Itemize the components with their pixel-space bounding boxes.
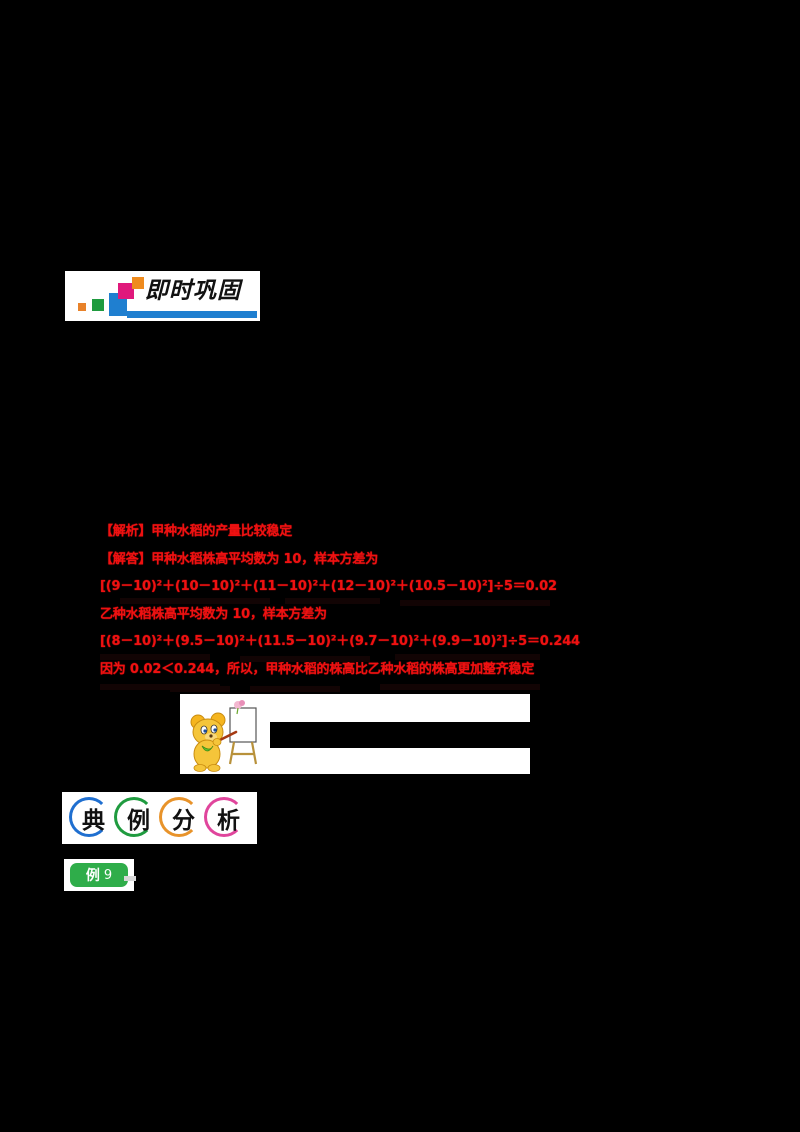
annotation-formula-yi: [(8－10)²＋(9.5－10)²＋(11.5－10)²＋(9.7－10)²＋… <box>100 634 580 649</box>
banner-underline-bar <box>109 311 257 316</box>
scan-streak <box>380 684 540 690</box>
stair-square-orange-icon <box>132 277 144 289</box>
annotation-line-solution-2: 乙种水稻株高平均数为 10，样本方差为 <box>100 606 327 622</box>
analysis-label: 【解析】 <box>100 524 152 539</box>
arc-icon-2 <box>159 797 199 837</box>
scan-streak <box>395 654 540 660</box>
scan-streak <box>250 686 340 692</box>
dianli-char-label-1: 例 <box>127 808 150 834</box>
bear-illustration-box <box>180 694 530 774</box>
annotation-formula-jia: [(9－10)²＋(10－10)²＋(11－10)²＋(12－10)²＋(10.… <box>100 579 557 594</box>
arc-icon-3 <box>204 797 244 837</box>
jishi-gonggu-banner: 即时巩固 <box>65 271 260 321</box>
dianli-fenxi-heading: 典 例 分 析 <box>62 792 257 844</box>
example-badge-tail-mark <box>124 876 136 881</box>
solution-text: 甲种水稻株高平均数为 10，样本方差为 <box>151 551 379 567</box>
annotation-line-solution: 【解答】甲种水稻株高平均数为 10，样本方差为 <box>100 546 550 574</box>
scan-streak <box>285 598 380 604</box>
scan-streak <box>100 654 210 660</box>
scan-streak <box>400 600 550 606</box>
dianli-char-2: 分 <box>158 796 203 840</box>
dianli-char-3: 析 <box>203 796 248 840</box>
jishi-banner-graphic: 即时巩固 <box>65 271 260 321</box>
solution-label: 【解答】 <box>100 551 152 567</box>
bear-teaching-icon <box>180 694 270 774</box>
arc-icon-1 <box>114 797 154 837</box>
jishi-banner-title: 即时巩固 <box>145 278 241 304</box>
scan-streak <box>120 598 270 604</box>
red-annotation-block: 【解析】甲种水稻的产量比较稳定 【解答】甲种水稻株高平均数为 10，样本方差为 … <box>100 518 580 683</box>
arc-icon-0 <box>69 797 109 837</box>
dianli-char-0: 典 <box>68 796 113 840</box>
analysis-text: 甲种水稻的产量比较稳定 <box>151 524 293 539</box>
stair-square-green-icon <box>92 299 104 311</box>
banner-underline-bar-thin <box>127 316 257 318</box>
scan-streak <box>100 684 220 690</box>
annotation-line-analysis: 【解析】甲种水稻的产量比较稳定 <box>100 518 550 546</box>
example-badge-number: 9 <box>103 867 113 883</box>
example-badge-label: 例 <box>85 868 100 884</box>
scan-streak <box>240 656 370 662</box>
stair-square-magenta-icon <box>118 283 134 299</box>
bear-box-dark-strip <box>270 722 530 748</box>
dianli-char-label-3: 析 <box>217 808 240 834</box>
stair-square-orange-small-icon <box>78 303 86 311</box>
scan-streak <box>170 686 230 692</box>
dianli-char-label-2: 分 <box>172 808 195 834</box>
annotation-line-conclusion: 因为 0.02＜0.244，所以，甲种水稻的株高比乙种水稻的株高更加整齐稳定 <box>100 661 535 677</box>
dianli-char-1: 例 <box>113 796 158 840</box>
example-badge: 例 9 <box>70 863 128 887</box>
example-badge-wrapper: 例 9 <box>64 859 134 891</box>
dianli-char-label-0: 典 <box>82 808 105 834</box>
